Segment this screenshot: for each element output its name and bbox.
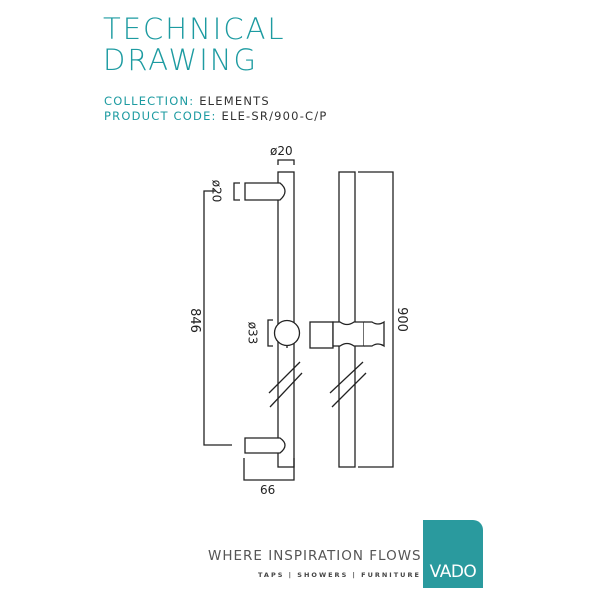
label-rail-diameter: ø20 [270, 144, 293, 158]
footer-categories: TAPS | SHOWERS | FURNITURE [258, 571, 421, 579]
slider-knob [273, 319, 301, 347]
label-bracket-diameter: ø20 [209, 179, 224, 203]
dim-rail-diameter-line [277, 159, 295, 165]
label-bracket-centres: 846 [186, 308, 202, 333]
product-code-label: PRODUCT CODE: [104, 109, 217, 123]
break-lines-front [268, 361, 303, 408]
collection-row: COLLECTION: ELEMENTS [104, 94, 270, 108]
vado-logo: VADO [423, 520, 483, 588]
collection-value: ELEMENTS [199, 94, 270, 108]
dim-projection-line [243, 458, 295, 481]
collection-label: COLLECTION: [104, 94, 195, 108]
logo-text: VADO [429, 562, 477, 582]
footer-tagline: WHERE INSPIRATION FLOWS [208, 548, 422, 564]
dim-slider-line [267, 319, 273, 347]
label-projection: 66 [260, 483, 276, 497]
upper-bracket [244, 182, 286, 201]
dim-bracket-diameter-line [233, 182, 240, 201]
break-lines-side [329, 361, 367, 408]
slider-holder [309, 321, 334, 349]
rail-side [338, 171, 356, 468]
label-rail-length: 900 [393, 307, 409, 332]
title-line-1: TECHNICAL [103, 12, 286, 46]
product-code-row: PRODUCT CODE: ELE-SR/900-C/P [104, 109, 328, 123]
slider-clamp [364, 320, 385, 348]
label-slider-diameter: ø33 [245, 321, 260, 345]
dim-length-line [358, 171, 394, 468]
title-line-2: DRAWING [103, 43, 258, 77]
product-code-value: ELE-SR/900-C/P [221, 109, 328, 123]
dim-centres-line [203, 190, 232, 446]
slider-body [332, 321, 365, 347]
lower-bracket [244, 437, 286, 454]
rail-front [277, 171, 295, 468]
